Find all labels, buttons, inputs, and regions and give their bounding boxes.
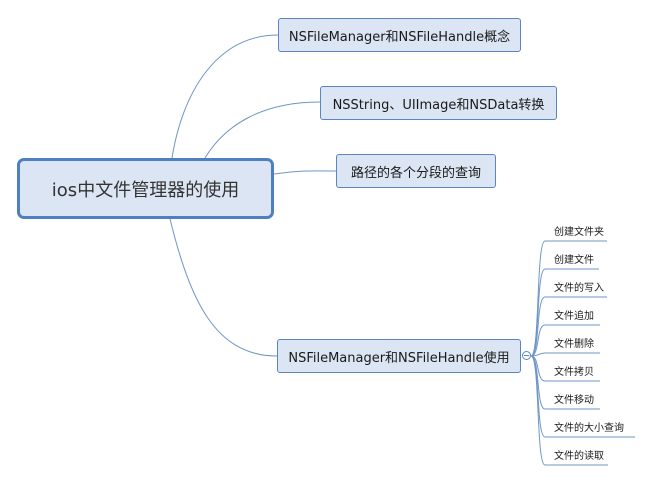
branch-topic-label: NSString、UIImage和NSData转换 (332, 97, 545, 113)
leaf-topic-copy-file[interactable]: 文件拷贝 (554, 367, 594, 378)
branch-topic-usage[interactable]: NSFileManager和NSFileHandle使用 (277, 339, 521, 373)
root-topic[interactable]: ios中文件管理器的使用 (17, 158, 274, 219)
branch-topic-concepts[interactable]: NSFileManager和NSFileHandle概念 (278, 18, 521, 52)
connector-root-branch-4 (169, 218, 278, 357)
leaf-topic-read-file[interactable]: 文件的读取 (554, 451, 604, 462)
root-topic-label: ios中文件管理器的使用 (51, 179, 240, 201)
leaf-topic-delete-file[interactable]: 文件删除 (554, 339, 594, 350)
leaf-topic-file-size-query[interactable]: 文件的大小查询 (554, 423, 624, 434)
branch-topic-label: NSFileManager和NSFileHandle使用 (288, 350, 510, 366)
connector-leaf-4 (530, 324, 546, 357)
branch-topic-conversion[interactable]: NSString、UIImage和NSData转换 (320, 86, 557, 120)
connector-root-branch-2 (204, 101, 321, 159)
leaf-topic-create-folder[interactable]: 创建文件夹 (554, 227, 604, 238)
connector-root-branch-1 (171, 34, 279, 159)
branch-topic-label: NSFileManager和NSFileHandle概念 (288, 29, 511, 45)
branch-topic-path-query[interactable]: 路径的各个分段的查询 (336, 154, 496, 188)
connector-leaf-9 (530, 355, 546, 466)
connector-leaf-2 (530, 268, 546, 357)
leaf-topic-move-file[interactable]: 文件移动 (554, 395, 594, 406)
branch-topic-label: 路径的各个分段的查询 (350, 165, 481, 181)
leaf-topic-create-file[interactable]: 创建文件 (554, 255, 594, 266)
connector-root-branch-3 (273, 170, 337, 175)
leaf-topic-write-file[interactable]: 文件的写入 (554, 283, 604, 294)
leaf-topic-append-file[interactable]: 文件追加 (554, 311, 594, 322)
connector-leaf-3 (530, 296, 546, 357)
collapse-toggle-icon[interactable] (522, 351, 531, 360)
